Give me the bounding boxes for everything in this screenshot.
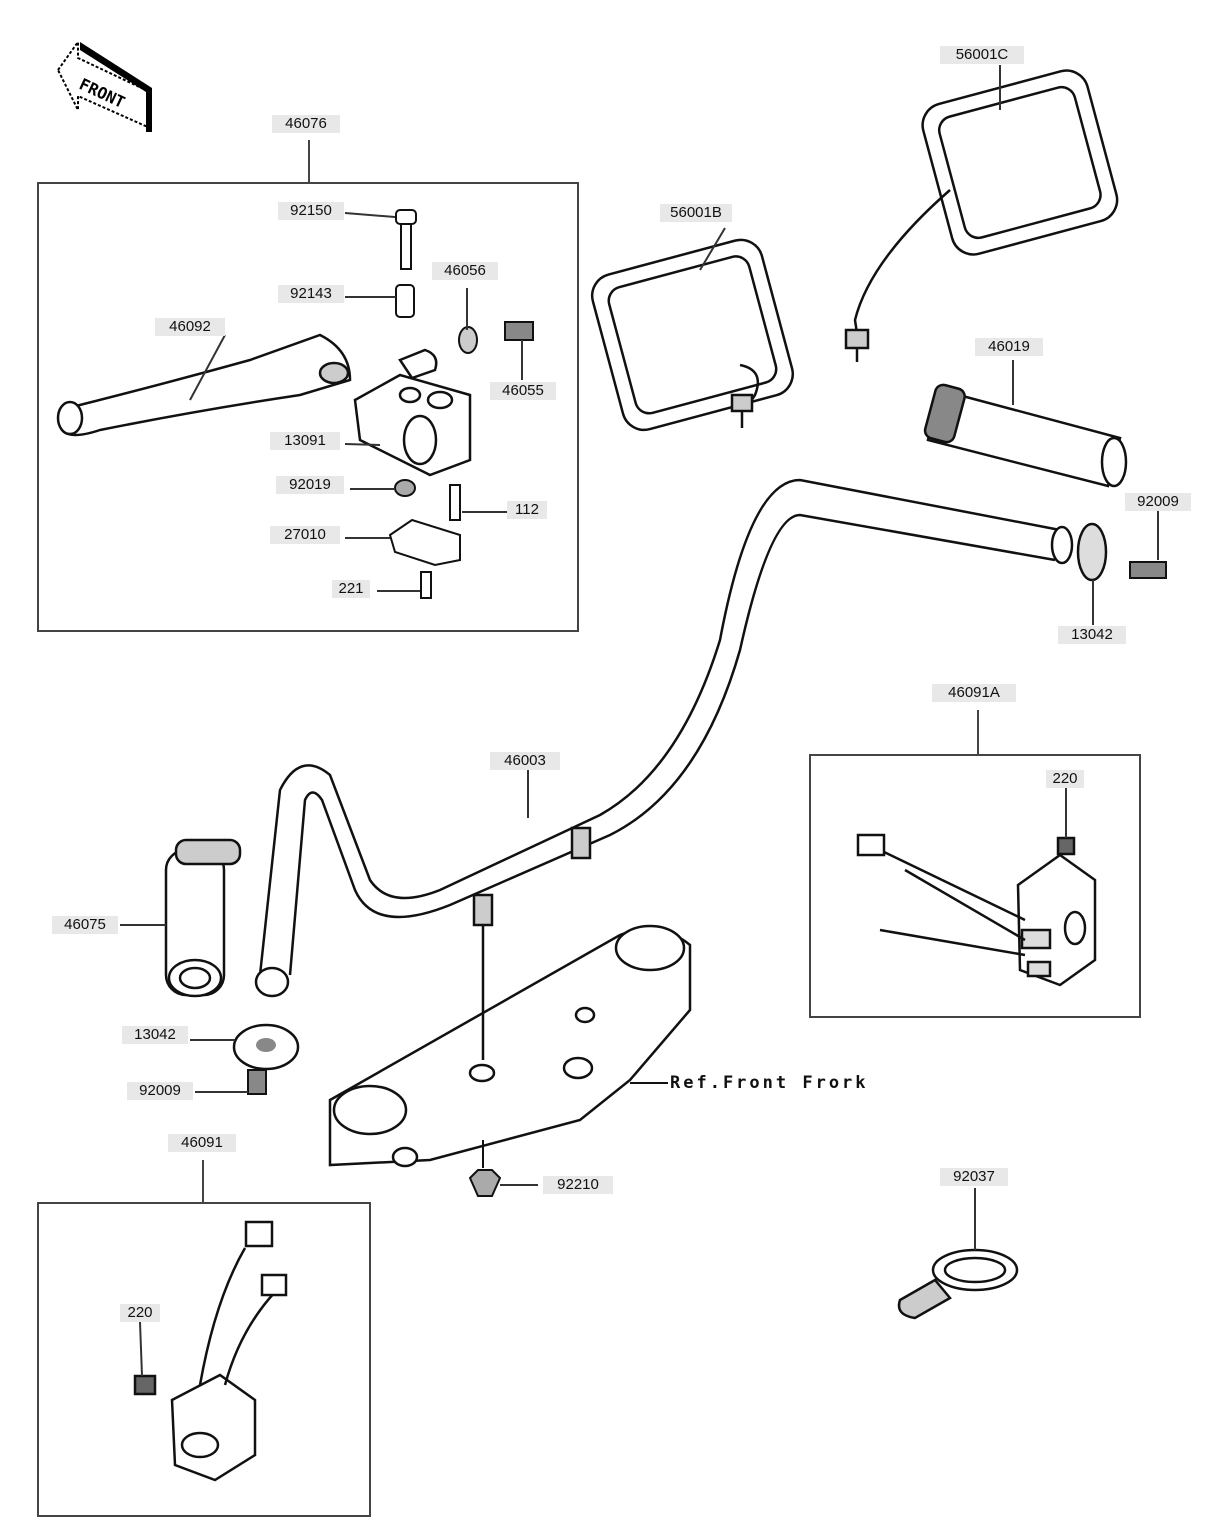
holder-13091 xyxy=(353,348,472,477)
label-group-46076[interactable]: 46076 xyxy=(272,115,340,133)
label-221[interactable]: 221 xyxy=(332,580,370,598)
leader-lines xyxy=(120,65,1159,1377)
label-92150[interactable]: 92150 xyxy=(278,202,344,220)
label-92009-right[interactable]: 92009 xyxy=(1125,493,1191,511)
label-92037[interactable]: 92037 xyxy=(940,1168,1008,1186)
label-92009-left[interactable]: 92009 xyxy=(127,1082,193,1100)
bolt-92009-left xyxy=(247,1069,267,1095)
label-46003[interactable]: 46003 xyxy=(490,752,560,770)
upper-bracket xyxy=(328,826,692,1168)
label-13042-left[interactable]: 13042 xyxy=(122,1026,188,1044)
label-56001C[interactable]: 56001C xyxy=(940,46,1024,64)
label-46019[interactable]: 46019 xyxy=(975,338,1043,356)
lever-46092 xyxy=(56,333,352,437)
label-92143[interactable]: 92143 xyxy=(278,285,344,303)
label-group-46091A[interactable]: 46091A xyxy=(932,684,1016,702)
grip-46019 xyxy=(923,383,1128,488)
collar-92143 xyxy=(395,284,415,318)
screw-221 xyxy=(420,571,432,599)
label-220-left[interactable]: 220 xyxy=(120,1304,160,1322)
handlebar-46003 xyxy=(254,478,1074,998)
adjuster-46055 xyxy=(504,321,534,341)
nut-46056 xyxy=(458,326,478,354)
mirror-56001B xyxy=(590,238,795,432)
reference-front-fork: Ref.Front Frork xyxy=(670,1073,869,1093)
screw-112 xyxy=(449,484,461,521)
switch-46091 xyxy=(133,1220,288,1482)
label-92019[interactable]: 92019 xyxy=(276,476,344,494)
label-13091[interactable]: 13091 xyxy=(270,432,340,450)
weight-13042-right xyxy=(1076,522,1108,582)
label-13042-right[interactable]: 13042 xyxy=(1058,626,1126,644)
label-group-46091[interactable]: 46091 xyxy=(168,1134,236,1152)
label-220-right[interactable]: 220 xyxy=(1046,770,1084,788)
switch-27010 xyxy=(388,518,461,567)
clamp-92037 xyxy=(897,1248,1019,1320)
bolt-92009-right xyxy=(1129,561,1167,579)
nut-92210 xyxy=(468,1169,502,1197)
mirror-56001C xyxy=(844,69,1119,362)
switch-46091A xyxy=(856,833,1097,987)
nut-92019 xyxy=(394,479,416,497)
label-112[interactable]: 112 xyxy=(507,501,547,519)
label-92210[interactable]: 92210 xyxy=(543,1176,613,1194)
bolt-92150 xyxy=(395,209,417,270)
label-56001B[interactable]: 56001B xyxy=(660,204,732,222)
label-46092[interactable]: 46092 xyxy=(155,318,225,336)
group-box-46091A xyxy=(809,754,1141,1018)
label-46056[interactable]: 46056 xyxy=(432,262,498,280)
grip-46075 xyxy=(164,838,242,998)
front-arrow-icon: FRONT xyxy=(56,38,152,132)
label-27010[interactable]: 27010 xyxy=(270,526,340,544)
label-46055[interactable]: 46055 xyxy=(490,382,556,400)
label-46075[interactable]: 46075 xyxy=(52,916,118,934)
